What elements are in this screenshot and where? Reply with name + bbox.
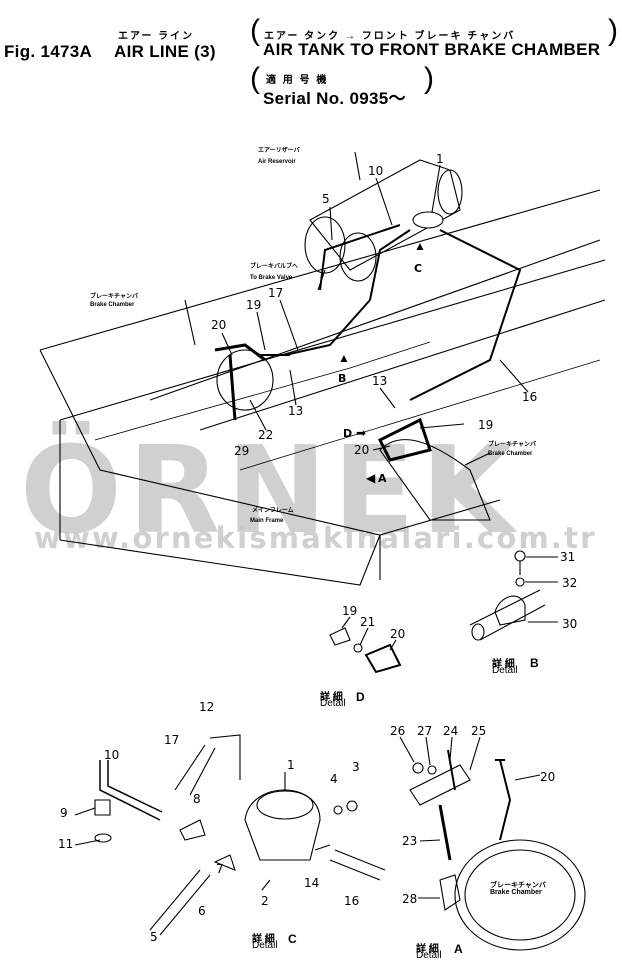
callout-detail-b: 31 [560,550,576,564]
air-reservoir-kana: エアーリザーバ [258,146,300,154]
callout-main: 22 [258,428,274,442]
watermark-brand: ÖRNEK [20,421,520,561]
main-frame-label: Main Frame [250,518,284,524]
paren-open-2: ( [250,62,260,95]
figure-title: AIR LINE (3) [114,42,216,61]
callout-detail-a: 28 [402,892,418,906]
callout-main: 13 [372,374,388,388]
arrow-up-icon: ▲ [414,239,426,253]
view-marker-d: D [343,427,352,440]
detail-a-label: Detail [416,950,442,961]
detail-c-label: Detail [252,940,278,951]
callout-detail-c: 8 [193,792,201,806]
arrow-right-icon: ➡ [356,426,366,440]
figure-number: Fig. 1473A [4,42,93,61]
callout-detail-a: 26 [390,724,406,738]
callout-detail-c: 4 [330,772,338,786]
title-kana: エアー ライン [118,31,195,42]
serial-number: Serial No. 0935～ [263,89,406,108]
callout-detail-c: 11 [58,837,74,851]
subtitle-kana: エアー タンク → フロント ブレーキ チャンバ [264,31,516,42]
callout-detail-b: 30 [562,617,578,631]
brake-chamber-kana-2: ブレーキチャンバ [488,440,536,448]
callout-detail-c: 10 [104,748,120,762]
detail-a-drawing [399,736,586,951]
callout-detail-c: 9 [60,806,68,820]
callout-main: 29 [234,444,250,458]
detail-d-letter: D [356,690,365,704]
to-brake-valve-label: To Brake Valve [250,275,293,281]
to-brake-valve-kana: ブレーキバルブへ [250,262,298,270]
detail-d-label: Detail [320,698,346,709]
callout-detail-c: 12 [199,700,215,714]
callout-detail-c: 7 [216,862,224,876]
detail-c-letter: C [288,932,297,946]
callout-main: 20 [354,443,370,457]
detail-a-brake-chamber-kana: ブレーキチャンバ [490,882,546,889]
figure-subtitle: AIR TANK TO FRONT BRAKE CHAMBER [263,40,601,59]
detail-b-label: Detail [492,665,518,676]
callout-main: 13 [288,404,304,418]
arrow-left-icon: ◀ [366,471,376,485]
detail-c-kanji: 詳 細 [252,934,275,945]
callout-detail-d: 21 [360,615,376,629]
callout-detail-c: 1 [287,758,295,772]
main-assembly-drawing [39,151,606,586]
detail-a-kanji: 詳 細 [416,944,439,955]
callout-detail-d: 20 [390,627,406,641]
detail-b-kanji: 詳 細 [492,659,515,670]
callout-detail-c: 6 [198,904,206,918]
callout-detail-d: 19 [342,604,358,618]
callout-main: 16 [522,390,538,404]
view-marker-c: C [414,262,422,275]
callout-main: 1 [436,152,444,166]
paren-open: ( [250,14,260,47]
view-marker-a: A [378,472,387,485]
paren-close-2: ) [424,62,434,95]
callout-detail-a: 24 [443,724,459,738]
callout-main: 10 [368,164,384,178]
detail-d-kanji: 詳 細 [320,692,343,703]
paren-close: ) [608,14,618,47]
air-reservoir-label: Air Reservoir [258,159,296,165]
callout-main: 19 [246,298,262,312]
brake-chamber-label: Brake Chamber [90,302,135,308]
callout-detail-a: 27 [417,724,433,738]
watermark-url: www.ornekismakinalari.com.tr [34,521,597,555]
detail-a-letter: A [454,942,463,956]
callout-main: 19 [478,418,494,432]
main-frame-kana: メインフレーム [252,507,294,514]
callout-detail-a: 25 [471,724,487,738]
brake-chamber-label-2: Brake Chamber [488,451,533,457]
callout-main: 17 [268,286,284,300]
callout-detail-c: 17 [164,733,180,747]
callout-detail-c: 3 [352,760,360,774]
detail-d-drawing [329,616,402,674]
callout-detail-b: 32 [562,576,578,590]
callout-detail-c: 14 [304,876,320,890]
detail-b-letter: B [530,656,539,670]
detail-b-drawing [469,550,558,641]
brake-chamber-kana: ブレーキチャンバ [90,292,138,300]
callout-detail-c: 5 [150,930,158,944]
callout-detail-c: 2 [261,894,269,908]
callout-main: 20 [211,318,227,332]
serial-kana: 適 用 号 機 [266,75,329,86]
detail-c-drawing [74,734,386,936]
callout-main: 5 [322,192,330,206]
callout-detail-a: 20 [540,770,556,784]
callout-detail-a: 23 [402,834,418,848]
callout-detail-c: 16 [344,894,360,908]
arrow-up-icon: ▲ [338,351,350,365]
detail-a-brake-chamber-label: Brake Chamber [490,889,542,896]
view-marker-b: B [338,372,346,385]
